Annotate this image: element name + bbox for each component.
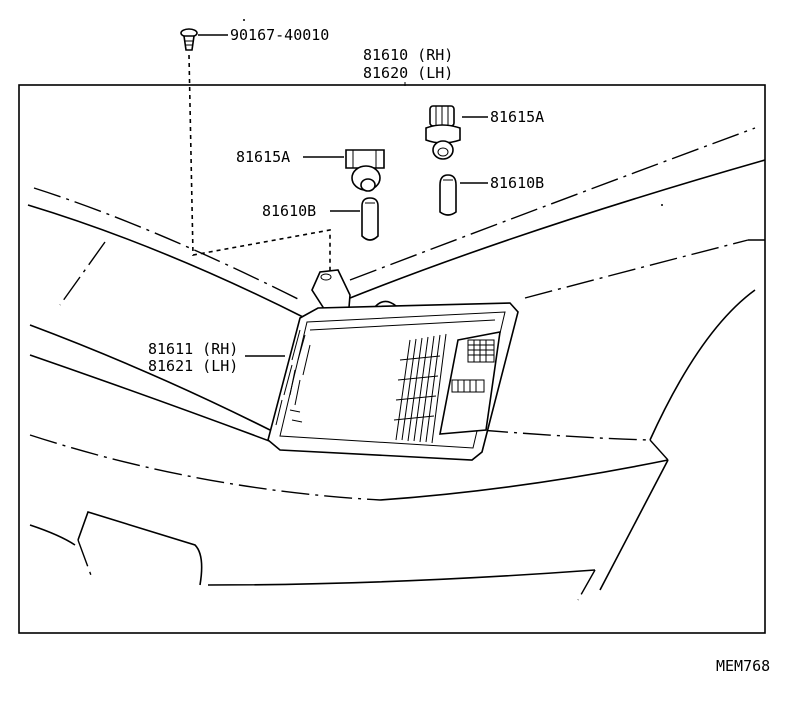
socket-left (303, 149, 385, 192)
label-lamp-assy-rh: 81610 (RH) (363, 46, 453, 64)
label-lens-lh: 81621 (LH) (148, 357, 238, 375)
body-contours (27, 127, 766, 601)
clip-part (180, 28, 331, 275)
bulb-right (439, 174, 488, 216)
bulb-left (330, 197, 379, 241)
label-clip: 90167-40010 (230, 26, 329, 44)
label-bulb-left: 81610B (262, 202, 316, 220)
corner-lamp (245, 269, 519, 461)
label-socket-left: 81615A (236, 148, 290, 166)
socket-right (425, 105, 488, 160)
label-socket-right: 81615A (490, 108, 544, 126)
reflector-mesh (451, 339, 495, 393)
label-lens-rh: 81611 (RH) (148, 340, 238, 358)
stray-dot (243, 19, 245, 21)
label-lamp-assy-lh: 81620 (LH) (363, 64, 453, 82)
diagram-frame (18, 84, 766, 634)
lens-hatching (393, 333, 447, 444)
label-bulb-right: 81610B (490, 174, 544, 192)
diagram-code: MEM768 (716, 657, 770, 675)
